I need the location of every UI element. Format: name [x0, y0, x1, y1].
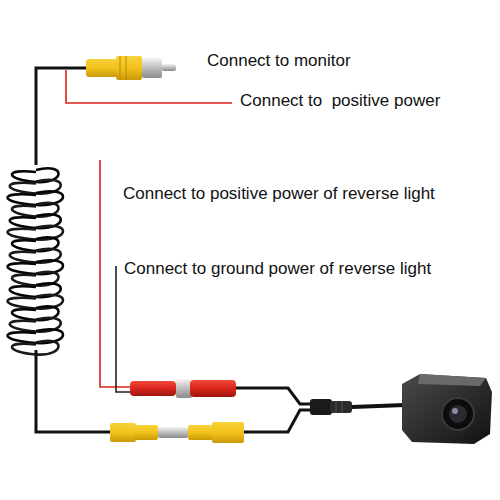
- rca-plug: [86, 56, 176, 80]
- power-coupler: [130, 379, 236, 398]
- wiring-note: Connect to ground power of reverse light: [124, 259, 431, 279]
- wiring-note: Connect to positive power: [240, 91, 440, 111]
- reversing-camera: [402, 374, 492, 444]
- cable-coil: [7, 168, 63, 354]
- cable-junction: [310, 399, 352, 415]
- video-coupler: [110, 422, 244, 443]
- wiring-note: Connect to monitor: [207, 51, 351, 71]
- wiring-note: Connect to positive power of reverse lig…: [123, 184, 435, 204]
